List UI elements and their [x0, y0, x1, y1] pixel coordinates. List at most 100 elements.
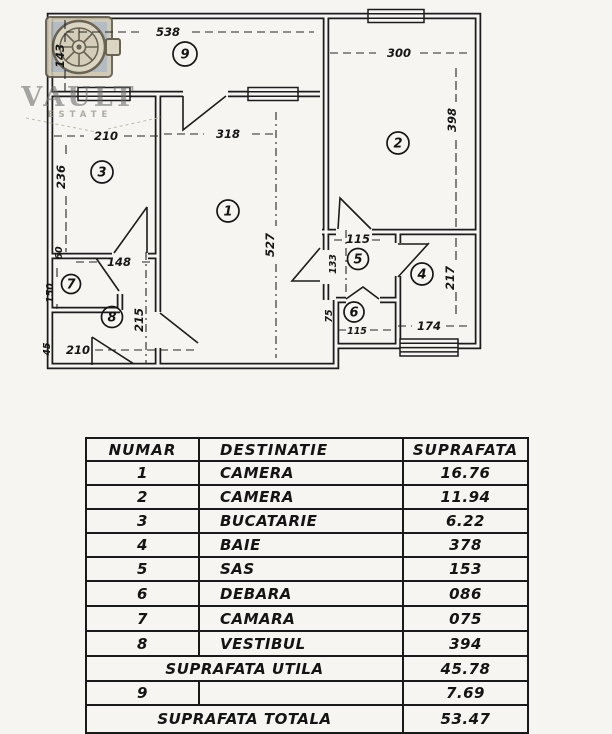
- table-row: 7 CAMARA 075: [87, 607, 527, 632]
- door-sas-room2: [337, 196, 372, 230]
- door-sas-bathroom: [397, 242, 430, 278]
- dim-room2-height: 398: [445, 108, 459, 132]
- floor-plan: VAULT ESTATE: [20, 8, 612, 430]
- cell-suprafata: 378: [449, 536, 482, 554]
- cell-numar: 9: [87, 682, 200, 704]
- table-row: 2 CAMERA 11.94: [87, 486, 527, 510]
- room-number-1: 1: [216, 199, 240, 223]
- dim-room1-height: 527: [263, 233, 277, 257]
- dim-debara-height: 75: [324, 309, 335, 323]
- window-bathroom: [399, 338, 459, 357]
- dim-hall-width: 148: [107, 255, 131, 269]
- brand-tagline: ESTATE: [48, 110, 113, 120]
- cell-suprafata: 11.94: [440, 488, 491, 506]
- brand-name: VAULT: [20, 82, 136, 113]
- cell-numar: 1: [87, 462, 200, 484]
- col-header-suprafata: SUPRAFATA: [412, 440, 519, 459]
- room-number-6: 6: [343, 301, 365, 323]
- summary-utila-label: SUPRAFATA UTILA: [87, 657, 404, 680]
- cell-destinatie: DEBARA: [200, 582, 404, 605]
- dim-balcony-depth: 143: [53, 44, 67, 68]
- dim-room2-width: 300: [387, 46, 411, 60]
- door-room1-sas: [290, 247, 321, 282]
- table-row: 4 BAIE 378: [87, 534, 527, 558]
- table-header-row: NUMAR DESTINATIE SUPRAFATA: [87, 439, 527, 462]
- door-room7: [95, 257, 120, 292]
- cell-suprafata: 086: [449, 584, 482, 603]
- col-header-destinatie: DESTINATIE: [200, 439, 404, 460]
- cell-numar: 4: [87, 534, 200, 556]
- cell-destinatie: BUCATARIE: [200, 510, 404, 532]
- vault-handle-icon: [105, 38, 121, 56]
- dim-hall-height: 215: [132, 308, 146, 332]
- table-row: 1 CAMERA 16.76: [87, 462, 527, 486]
- cell-suprafata: 7.69: [445, 684, 485, 702]
- vault-watermark: VAULT ESTATE: [20, 16, 163, 133]
- window-room2: [367, 8, 425, 24]
- table-row: 3 BUCATARIE 6.22: [87, 510, 527, 534]
- room-number-5: 5: [346, 247, 370, 271]
- summary-row-totala: SUPRAFATA TOTALA 53.47: [87, 706, 527, 732]
- door-room1-hall: [159, 312, 199, 344]
- svg-text:6: 6: [349, 306, 358, 321]
- cell-suprafata: 075: [449, 609, 482, 628]
- dim-debara-width: 115: [347, 326, 367, 337]
- dim-sas-width: 115: [346, 232, 370, 246]
- cell-suprafata: 16.76: [440, 464, 491, 482]
- cell-destinatie: SAS: [200, 558, 404, 580]
- cell-suprafata: 6.22: [445, 512, 485, 530]
- window-balcony-kitchen: [77, 86, 131, 102]
- table-row: 5 SAS 153: [87, 558, 527, 582]
- room-number-7: 7: [60, 273, 82, 295]
- cell-numar: 8: [87, 632, 200, 655]
- door-entry: [91, 336, 135, 365]
- svg-text:1: 1: [223, 205, 232, 220]
- windows: [77, 8, 459, 357]
- dim-room3-width: 210: [94, 129, 118, 143]
- svg-text:2: 2: [393, 137, 402, 152]
- summary-totala-value: 53.47: [440, 710, 491, 728]
- cell-destinatie: [200, 682, 404, 704]
- cell-destinatie: VESTIBUL: [200, 632, 404, 655]
- table-row-9: 9 7.69: [87, 682, 527, 706]
- dim-room4-width: 174: [417, 319, 441, 333]
- dim-balcony-width: 538: [156, 25, 180, 39]
- door-balcony-room1: [182, 95, 227, 132]
- cell-destinatie: CAMERA: [200, 462, 404, 484]
- dimension-lines: [54, 20, 470, 364]
- dim-room7-height: 150: [45, 283, 56, 303]
- dim-sas-height: 133: [328, 254, 339, 274]
- dim-room3-height: 236: [54, 165, 68, 189]
- cell-numar: 2: [87, 486, 200, 508]
- room-number-3: 3: [90, 160, 114, 184]
- cell-numar: 5: [87, 558, 200, 580]
- dim-niche-width: 60: [54, 246, 65, 260]
- cell-destinatie: CAMERA: [200, 486, 404, 508]
- room-number-8: 8: [100, 305, 124, 329]
- cell-suprafata: 153: [449, 560, 482, 578]
- dimension-labels: 538 143 300 398 210 236 318 527 148 60 1…: [42, 25, 459, 357]
- room-numbers: 1 2 3 4 5 6 7 8 9: [60, 41, 434, 329]
- col-header-numar: NUMAR: [87, 439, 200, 460]
- room-number-9: 9: [172, 41, 198, 67]
- area-table: NUMAR DESTINATIE SUPRAFATA 1 CAMERA 16.7…: [85, 437, 529, 734]
- dim-room1-width: 318: [216, 127, 240, 141]
- svg-text:3: 3: [97, 166, 106, 181]
- cell-numar: 6: [87, 582, 200, 605]
- door-kitchen: [113, 206, 148, 254]
- cell-numar: 3: [87, 510, 200, 532]
- window-balcony-room1: [247, 86, 299, 102]
- cell-numar: 7: [87, 607, 200, 630]
- dim-entry-width: 210: [66, 343, 90, 357]
- dim-room4-height: 217: [443, 266, 457, 290]
- cell-destinatie: CAMARA: [200, 607, 404, 630]
- cell-suprafata: 394: [449, 634, 482, 653]
- room-number-2: 2: [386, 131, 410, 155]
- doors: [91, 95, 430, 365]
- summary-row-utila: SUPRAFATA UTILA 45.78: [87, 657, 527, 682]
- summary-totala-label: SUPRAFATA TOTALA: [87, 706, 404, 732]
- svg-text:9: 9: [180, 48, 189, 63]
- svg-text:8: 8: [107, 311, 116, 326]
- table-row: 8 VESTIBUL 394: [87, 632, 527, 657]
